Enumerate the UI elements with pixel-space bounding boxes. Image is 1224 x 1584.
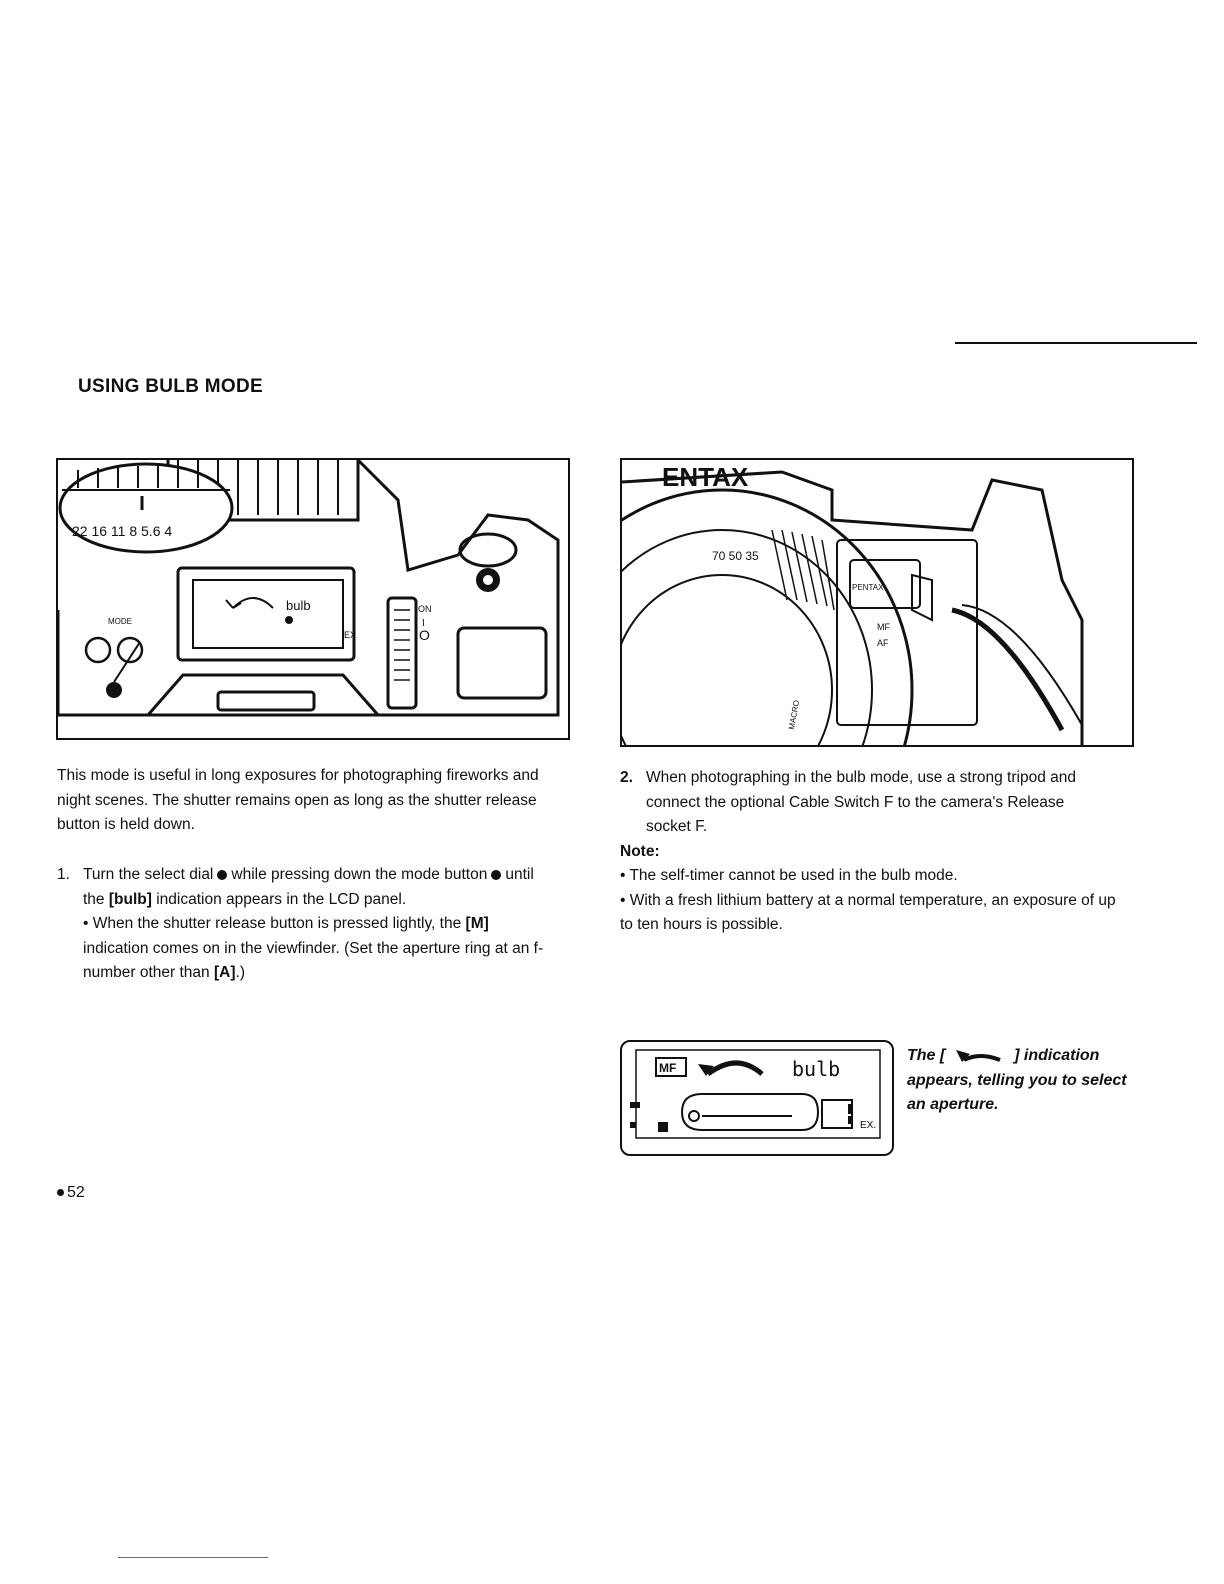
page-bullet-icon bbox=[57, 1189, 64, 1197]
cable-switch-illustration: ENTAX 70 50 35 PENTAX MF AF MACRO bbox=[620, 458, 1134, 747]
intro-paragraph: This mode is useful in long exposures fo… bbox=[57, 767, 539, 833]
lens-macro-label: MACRO bbox=[787, 699, 801, 730]
lcd-ex-indicator: EX. bbox=[860, 1120, 876, 1131]
step-1-bullet: • When the shutter release button is pre… bbox=[83, 915, 544, 981]
aperture-scale: 22 16 11 8 5.6 4 bbox=[72, 523, 172, 539]
top-rule bbox=[955, 342, 1197, 344]
note-2: • With a fresh lithium battery at a norm… bbox=[620, 891, 1116, 934]
cable-brand-label: PENTAX bbox=[852, 583, 884, 592]
lens-distance-marks: 70 50 35 bbox=[712, 549, 759, 563]
mf-switch-label: MF bbox=[877, 622, 890, 632]
aperture-indicator-icon bbox=[955, 1049, 1001, 1062]
page-title: USING BULB MODE bbox=[78, 376, 263, 397]
brand-name: ENTAX bbox=[662, 462, 749, 492]
lcd-ex-label: EX bbox=[344, 630, 356, 640]
lcd-panel-illustration: MF bulb EX. bbox=[620, 1040, 894, 1156]
switch-i-label: I bbox=[422, 618, 425, 629]
lcd-bulb-indicator: bulb bbox=[792, 1057, 840, 1081]
lcd-caption: The [ ] indication appears, telling you … bbox=[907, 1047, 1127, 1113]
switch-on-label: ON bbox=[418, 604, 432, 614]
step-2-number: 2. bbox=[620, 769, 633, 786]
switch-o-label: O bbox=[419, 627, 430, 643]
bottom-rule bbox=[118, 1557, 268, 1558]
right-column: 2. When photographing in the bulb mode, … bbox=[620, 766, 1120, 938]
camera-top-illustration: 22 16 11 8 5.6 4 bulb EX ON I O MODE bbox=[56, 458, 570, 740]
lcd-mf-indicator: MF bbox=[659, 1061, 676, 1075]
note-label: Note: bbox=[620, 842, 660, 860]
mode-button-label: MODE bbox=[108, 617, 132, 626]
select-dial-marker-icon bbox=[217, 869, 228, 880]
page-number: 52 bbox=[57, 1184, 85, 1202]
note-1: • The self-timer cannot be used in the b… bbox=[620, 867, 958, 884]
lcd-bulb-text: bulb bbox=[286, 598, 311, 613]
step-2-text: When photographing in the bulb mode, use… bbox=[646, 769, 1076, 835]
af-switch-label: AF bbox=[877, 638, 889, 648]
mode-button-marker-icon bbox=[491, 869, 502, 880]
step-1-number: 1. bbox=[57, 866, 70, 883]
